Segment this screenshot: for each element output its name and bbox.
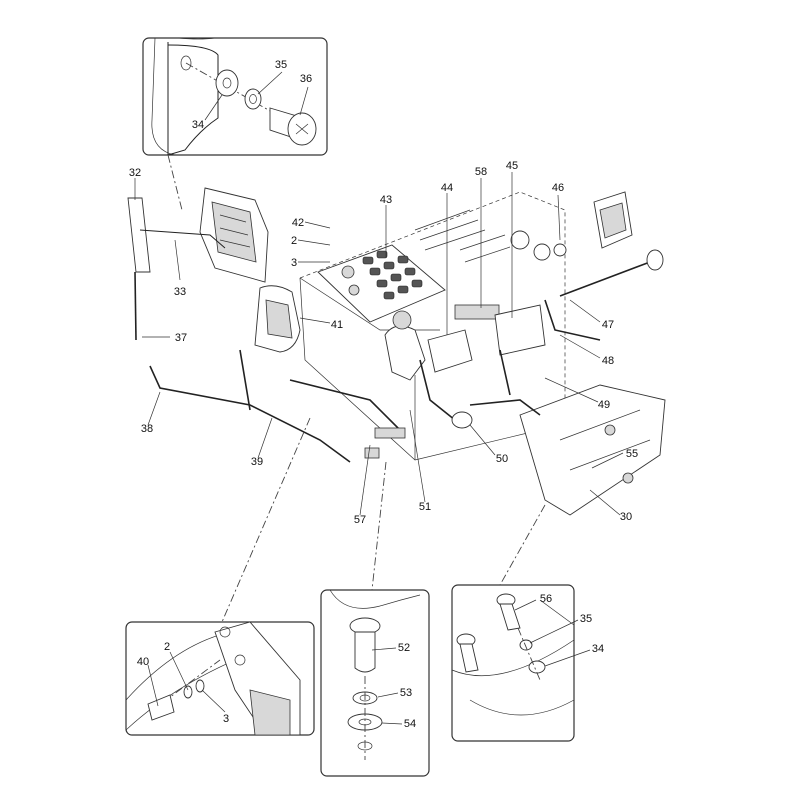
callout-35: 35 — [275, 59, 287, 71]
detail-box-bottom-center — [320, 589, 430, 777]
callout-2-lower: 2 — [164, 641, 170, 653]
callout-48: 48 — [602, 355, 614, 367]
callout-55: 55 — [626, 448, 638, 460]
callout-39: 39 — [251, 456, 263, 468]
detail-box-top — [142, 37, 328, 156]
callout-50: 50 — [496, 453, 508, 465]
callout-33: 33 — [174, 286, 186, 298]
callout-32: 32 — [129, 167, 141, 179]
callout-52: 52 — [398, 642, 410, 654]
callout-41: 41 — [331, 319, 343, 331]
callout-47: 47 — [602, 319, 614, 331]
callout-44: 44 — [441, 182, 453, 194]
callout-numbers: 36 35 34 32 33 42 2 3 43 44 58 45 46 47 … — [129, 59, 638, 730]
callout-49: 49 — [598, 399, 610, 411]
callout-40: 40 — [137, 656, 149, 668]
callout-51: 51 — [419, 501, 431, 513]
callout-56: 56 — [540, 593, 552, 605]
callout-38: 38 — [141, 423, 153, 435]
main-assembly — [127, 187, 666, 516]
callout-34-lower: 34 — [592, 643, 604, 655]
callout-43: 43 — [380, 194, 392, 206]
callout-35-lower: 35 — [580, 613, 592, 625]
callout-46: 46 — [552, 182, 564, 194]
callout-34: 34 — [192, 119, 204, 131]
callout-45: 45 — [506, 160, 518, 172]
callout-3-lower: 3 — [223, 713, 229, 725]
callout-30: 30 — [620, 511, 632, 523]
detail-box-bottom-right — [451, 584, 575, 742]
callout-3: 3 — [291, 257, 297, 269]
callout-37: 37 — [175, 332, 187, 344]
callout-58: 58 — [475, 166, 487, 178]
switch-array — [341, 250, 423, 300]
callout-54: 54 — [404, 718, 416, 730]
callout-leaders — [134, 71, 624, 725]
callout-53: 53 — [400, 687, 412, 699]
callout-2: 2 — [291, 235, 297, 247]
detail-leaders — [167, 154, 546, 623]
callout-36: 36 — [300, 73, 312, 85]
callout-57: 57 — [354, 514, 366, 526]
callout-42: 42 — [292, 217, 304, 229]
detail-box-bottom-left — [125, 621, 315, 736]
